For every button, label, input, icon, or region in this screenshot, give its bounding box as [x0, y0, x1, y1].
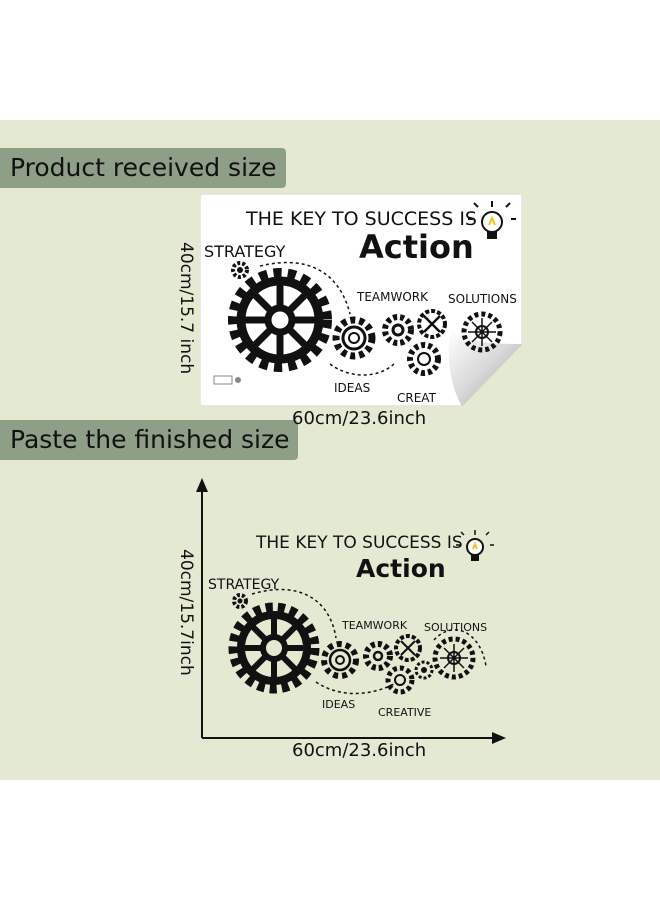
decal-creative-cut: CREAT [397, 391, 437, 405]
finished-size-label: Paste the finished size [0, 420, 299, 460]
decal-strategy: STRATEGY [204, 242, 286, 261]
maker-mark-icon [213, 375, 241, 385]
received-size-label: Product received size [0, 148, 286, 188]
finished-creative-gear-icon [385, 665, 415, 695]
finished-ideas-gear-icon [321, 641, 359, 679]
teamwork-gear-icon [382, 314, 414, 346]
received-width-dimension: 60cm/23.6inch [292, 408, 427, 429]
decal-solutions: SOLUTIONS [448, 292, 517, 306]
creative-gear-icon [407, 342, 441, 376]
finished-decal: THE KEY TO SUCCESS IS Action STRATEGY TE… [196, 478, 506, 744]
finished-decal-teamwork: TEAMWORK [341, 619, 408, 632]
solutions-gear-icon [461, 311, 503, 353]
decal-ideas: IDEAS [334, 381, 370, 395]
finished-teamwork-gear-icon [363, 641, 393, 671]
finished-decal-action: Action [356, 554, 446, 583]
finished-decal-ideas: IDEAS [322, 698, 355, 711]
finished-decal-creative: CREATIVE [378, 706, 431, 719]
lightbulb-icon [468, 201, 516, 239]
finished-lightbulb-icon [456, 530, 494, 561]
big-gear-icon [228, 268, 332, 372]
sticker-sheet: THE KEY TO SUCCESS IS Action STRATEGY TE… [200, 194, 522, 406]
finished-decal-solutions: SOLUTIONS [424, 621, 487, 634]
finished-big-gear-icon [228, 602, 320, 694]
peeled-corner [448, 330, 522, 406]
axis-arrows [196, 478, 506, 744]
decal-action: Action [359, 228, 474, 266]
received-height-dimension: 40cm/15.7 inch [176, 242, 196, 375]
decal-headline: THE KEY TO SUCCESS IS [245, 208, 477, 230]
cross-gear-icon [417, 309, 447, 339]
finished-decal-headline: THE KEY TO SUCCESS IS [255, 533, 463, 553]
finished-decal-strategy: STRATEGY [208, 577, 280, 593]
finished-small-gear-icon [232, 593, 248, 609]
finished-solutions-gear-icon [432, 636, 476, 680]
ideas-gear-icon [332, 316, 376, 360]
finished-cross-gear-icon [394, 634, 422, 662]
finished-width-dimension: 60cm/23.6inch [292, 740, 427, 761]
finished-link-gear-icon [414, 660, 434, 680]
decal-teamwork: TEAMWORK [356, 290, 429, 304]
small-gear-icon [231, 261, 249, 279]
